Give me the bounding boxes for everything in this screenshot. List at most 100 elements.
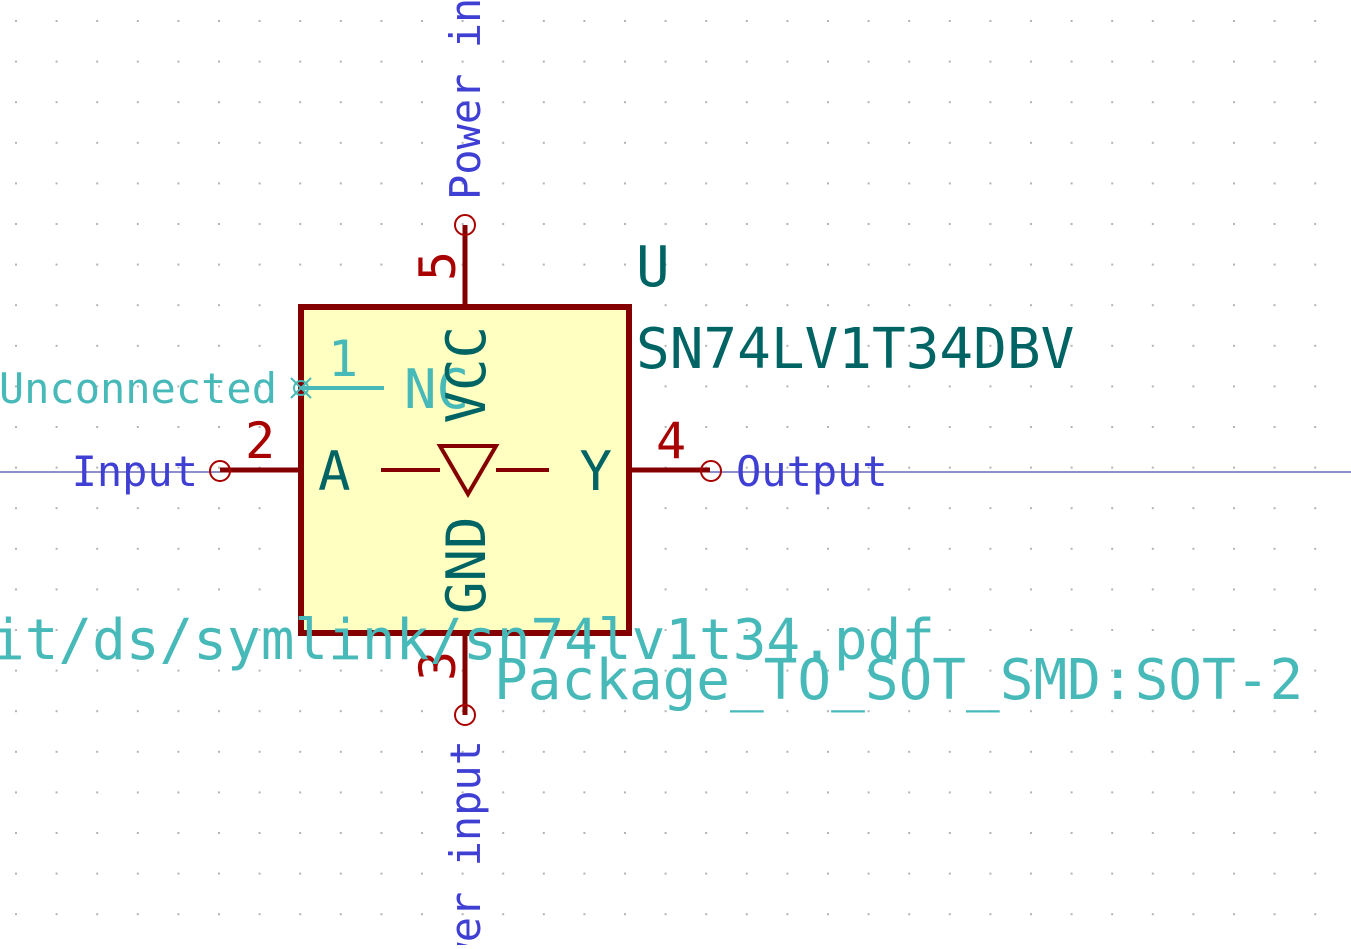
grid-dot: [1111, 913, 1114, 916]
grid-dot: [96, 872, 99, 875]
grid-dot: [664, 629, 667, 631]
grid-dot: [258, 223, 261, 225]
grid-dot: [583, 710, 586, 713]
grid-dot: [1111, 750, 1114, 753]
grid-dot: [705, 344, 708, 347]
grid-dot: [1151, 588, 1154, 591]
grid-dot: [136, 588, 139, 591]
pin-end-vcc-icon[interactable]: [454, 214, 476, 236]
grid-dot: [1314, 385, 1317, 388]
grid-dot: [502, 872, 505, 875]
grid-dot: [948, 507, 951, 510]
grid-dot: [664, 304, 667, 307]
grid-dot: [867, 913, 870, 916]
grid-dot: [218, 385, 220, 388]
grid-dot: [1111, 832, 1114, 834]
grid-dot: [1314, 872, 1317, 875]
grid-dot: [745, 426, 748, 428]
grid-dot: [258, 710, 261, 713]
grid-dot: [745, 385, 748, 388]
grid-dot: [989, 263, 992, 266]
symbol-body[interactable]: [298, 304, 632, 636]
grid-dot: [218, 426, 220, 428]
grid-dot: [55, 588, 58, 591]
grid-dot: [421, 710, 423, 713]
grid-dot: [258, 832, 261, 834]
grid-dot: [745, 141, 748, 144]
grid-dot: [989, 832, 992, 834]
grid-dot: [542, 101, 545, 104]
grid-dot: [177, 629, 180, 631]
grid-dot: [258, 141, 261, 144]
grid-dot: [502, 669, 505, 672]
grid-dot: [1030, 629, 1032, 631]
grid-dot: [745, 588, 748, 591]
grid-dot: [786, 629, 789, 631]
grid-dot: [664, 588, 667, 591]
grid-dot: [745, 304, 748, 307]
grid-dot: [1070, 223, 1073, 225]
grid-dot: [55, 547, 58, 550]
grid-dot: [218, 20, 220, 22]
grid-dot: [1070, 629, 1073, 631]
grid-dot: [705, 547, 708, 550]
grid-dot: [502, 141, 505, 144]
value-field[interactable]: SN74LV1T34DBV: [636, 317, 1074, 382]
grid-dot: [1314, 750, 1317, 753]
grid-dot: [989, 20, 992, 22]
grid-dot: [786, 588, 789, 591]
pin-type-vcc: Power in: [441, 0, 490, 200]
grid-dot: [867, 547, 870, 550]
no-connect-x-icon: [290, 377, 312, 399]
grid-dot: [218, 710, 220, 713]
grid-dot: [1192, 872, 1195, 875]
grid-dot: [339, 60, 342, 63]
grid-dot: [299, 60, 302, 63]
grid-dot: [1192, 629, 1195, 631]
grid-dot: [1273, 588, 1276, 591]
grid-dot: [96, 101, 99, 104]
grid-dot: [1233, 466, 1235, 469]
grid-dot: [583, 791, 586, 794]
pin-end-y-icon[interactable]: [700, 460, 722, 482]
grid-dot: [664, 426, 667, 428]
grid-dot: [989, 141, 992, 144]
pin-end-a-icon[interactable]: [209, 460, 231, 482]
grid-dot: [1111, 426, 1114, 428]
grid-dot: [827, 20, 829, 22]
grid-dot: [15, 913, 17, 916]
grid-dot: [136, 750, 139, 753]
grid-dot: [1314, 669, 1317, 672]
grid-dot: [339, 101, 342, 104]
grid-dot: [177, 101, 180, 104]
grid-dot: [339, 750, 342, 753]
grid-dot: [624, 832, 626, 834]
grid-dot: [1273, 182, 1276, 185]
datasheet-field[interactable]: it/ds/symlink/sn74lv1t34.pdf: [0, 608, 935, 673]
grid-dot: [15, 629, 17, 631]
grid-dot: [989, 60, 992, 63]
grid-dot: [542, 182, 545, 185]
grid-dot: [786, 385, 789, 388]
footprint-field[interactable]: Package_TO_SOT_SMD:SOT-2: [494, 648, 1303, 713]
grid-dot: [1030, 101, 1032, 104]
grid-dot: [1111, 182, 1114, 185]
grid-dot: [948, 263, 951, 266]
reference-field[interactable]: U: [636, 235, 670, 300]
grid-dot: [1233, 750, 1235, 753]
grid-dot: [380, 832, 383, 834]
grid-dot: [1273, 385, 1276, 388]
grid-dot: [1111, 669, 1114, 672]
pin-end-gnd-icon[interactable]: [454, 704, 476, 726]
grid-dot: [1192, 223, 1195, 225]
grid-dot: [867, 669, 870, 672]
grid-dot: [1192, 182, 1195, 185]
grid-dot: [258, 20, 261, 22]
grid-dot: [421, 223, 423, 225]
grid-dot: [299, 791, 302, 794]
grid-dot: [96, 832, 99, 834]
grid-dot: [177, 304, 180, 307]
grid-dot: [745, 710, 748, 713]
